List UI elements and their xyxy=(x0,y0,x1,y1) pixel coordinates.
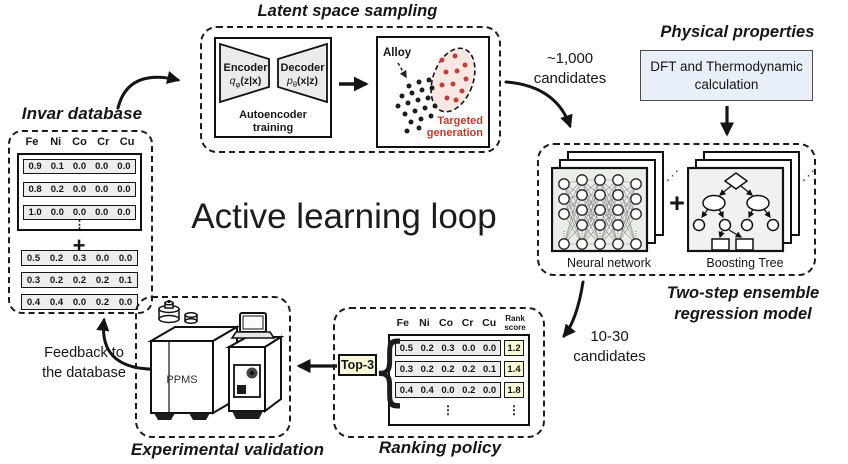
ppms-label: PPMS xyxy=(166,374,197,386)
decoder-label: Decoder xyxy=(280,62,325,74)
alloy-label: Alloy xyxy=(383,47,412,59)
nn-more-dots: ⋰ xyxy=(666,168,679,183)
invar-ellipsis: ⋮ xyxy=(74,219,85,231)
targeted-generation-label: Targeted generation xyxy=(426,114,483,140)
center-title: Active learning loop xyxy=(191,197,497,236)
decoder-formula: pθ(x|z) xyxy=(286,75,319,90)
boosting-tree-icon xyxy=(687,151,800,253)
encoder-labels: Encoder qφ(z|x) xyxy=(219,62,272,89)
svg-text:⋮: ⋮ xyxy=(579,231,586,238)
feedback-note: Feedback to the database xyxy=(42,345,126,381)
ranking-score-ellipsis: ⋮ xyxy=(508,403,520,417)
svg-text:⋮: ⋮ xyxy=(561,231,568,238)
svg-text:⋮: ⋮ xyxy=(597,231,604,238)
rank-score-cell: 1.8 xyxy=(504,382,524,398)
neural-network-label: Neural network xyxy=(566,256,652,270)
ensemble-plus-sign: + xyxy=(669,188,685,218)
ranking-ellipsis: ⋮ xyxy=(442,403,454,417)
autoencoder-box: Encoder qφ(z|x) Decoder pθ(x|z) Autoenco… xyxy=(214,37,332,138)
rank-score-cell: 1.2 xyxy=(504,340,524,356)
rank-score-header: Rank score xyxy=(504,314,526,333)
experimental-validation-title: Experimental validation xyxy=(130,440,325,459)
top3-badge: Top-3 xyxy=(338,354,377,376)
ensemble-model-title: Two-step ensemble regression model xyxy=(666,284,820,324)
boosting-tree-label: Boosting Tree xyxy=(706,256,784,270)
alloy-pointer-arrow xyxy=(397,62,407,79)
latent-sampling-box xyxy=(200,26,501,153)
invar-database-box xyxy=(8,130,153,314)
candidates-1000-note: ~1,000 candidates xyxy=(533,50,607,88)
rank-score-cell: 1.4 xyxy=(504,361,524,377)
alloy-dots xyxy=(395,77,438,134)
ranking-policy-box xyxy=(333,307,545,438)
ensemble-model-box xyxy=(537,143,816,276)
encoder-label: Encoder xyxy=(223,62,268,74)
targeted-dots xyxy=(439,53,469,103)
latent-scatter-plot-icon xyxy=(395,47,476,134)
candidates-1030-note: 10-30 candidates xyxy=(573,328,646,366)
neural-network-icon: ⋮ ⋮ ⋮ ⋮ ⋮ xyxy=(551,151,664,253)
experimental-validation-box xyxy=(135,296,291,438)
autoencoder-trapezoids-icon xyxy=(219,42,328,104)
targeted-region-ellipse xyxy=(430,47,476,113)
ranking-policy-title: Ranking policy xyxy=(378,438,502,457)
bt-more-dots: ⋰ xyxy=(802,168,815,183)
decoder-labels: Decoder pθ(x|z) xyxy=(276,62,329,89)
physical-properties-title: Physical properties xyxy=(660,23,815,41)
svg-text:⋮: ⋮ xyxy=(615,231,622,238)
ppms-instrument-icon: PPMS xyxy=(147,299,285,420)
encoder-formula: qφ(z|x) xyxy=(229,75,262,90)
latent-sampling-title: Latent space sampling xyxy=(257,2,438,20)
invar-database-title: Invar database xyxy=(21,104,143,123)
autoencoder-caption: Autoencoder training xyxy=(239,109,307,135)
latent-scatter-box: Alloy Targeted generation xyxy=(376,36,490,148)
top3-brace: { xyxy=(372,325,407,414)
svg-text:⋮: ⋮ xyxy=(633,231,640,238)
dft-thermodynamic-box: DFT and Thermodynamic calculation xyxy=(640,50,813,101)
